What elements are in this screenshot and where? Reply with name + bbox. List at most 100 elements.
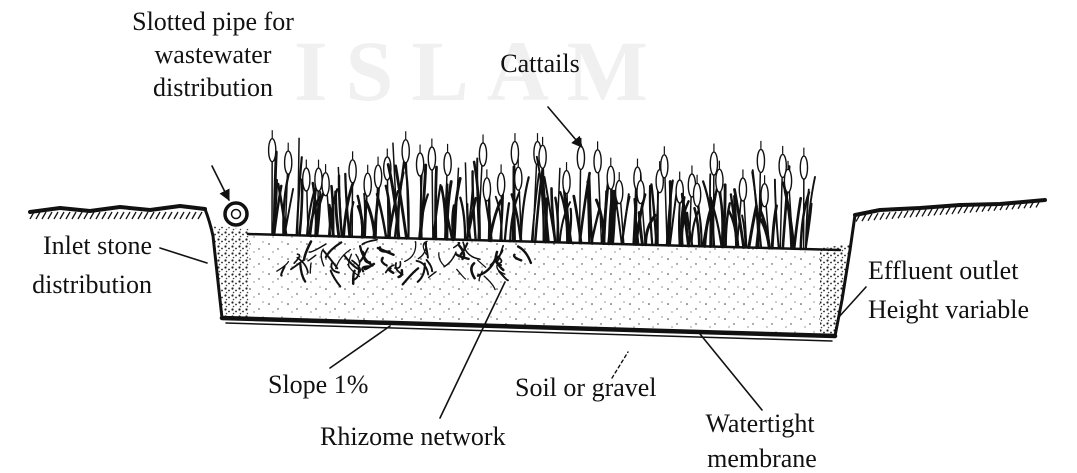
cattail-head bbox=[757, 149, 764, 172]
ground-hatch-mark bbox=[910, 210, 914, 217]
ground-hatch-mark bbox=[114, 212, 118, 219]
cattail-head bbox=[444, 152, 451, 175]
cattail-plant bbox=[800, 148, 815, 249]
ground-hatch-mark bbox=[180, 212, 184, 219]
ground-hatch-mark bbox=[958, 207, 962, 214]
ground-hatch-mark bbox=[952, 207, 956, 214]
rhizome-network-label: Rhizome network bbox=[320, 422, 506, 451]
cattail-leaf bbox=[460, 198, 465, 240]
ground-hatch-mark bbox=[54, 212, 58, 219]
inlet-stone-label-line2: distribution bbox=[32, 270, 152, 299]
ground-hatch-mark bbox=[922, 209, 926, 216]
cattail-head bbox=[285, 151, 292, 174]
ground-hatch-mark bbox=[150, 212, 154, 219]
cattail-head bbox=[349, 160, 356, 183]
ground-hatch-mark bbox=[126, 212, 130, 219]
ground-hatch-mark bbox=[934, 208, 938, 215]
cattail-head bbox=[402, 140, 409, 163]
ground-hatch-mark bbox=[144, 212, 148, 219]
ground-hatch-mark bbox=[174, 212, 178, 219]
cattail-head bbox=[563, 171, 570, 194]
cattail-head bbox=[511, 142, 518, 165]
cattail-head bbox=[739, 178, 746, 201]
cattail-head bbox=[303, 168, 310, 191]
effluent-outlet-label-line2: Height variable bbox=[868, 295, 1029, 324]
outlet-stone-zone bbox=[820, 244, 852, 336]
slotted-pipe-label-line2: wastewater bbox=[155, 40, 272, 69]
ground-hatch-mark bbox=[916, 210, 920, 217]
cattail-leaf bbox=[639, 213, 642, 245]
ground-hatch-mark bbox=[964, 206, 968, 213]
ground-hatch-mark bbox=[96, 212, 100, 219]
cattail-head bbox=[694, 183, 701, 206]
cattail-head bbox=[515, 167, 522, 190]
ground-hatch-mark bbox=[168, 212, 172, 219]
cattail-head bbox=[661, 155, 668, 178]
left-ground-surface bbox=[30, 206, 205, 212]
ground-hatch-mark bbox=[138, 212, 142, 219]
cattail-head bbox=[594, 150, 601, 173]
pipe-leader-line bbox=[212, 166, 229, 200]
ground-hatch-mark bbox=[192, 212, 196, 219]
cattail-head bbox=[479, 143, 486, 166]
cattail-plant bbox=[760, 175, 777, 248]
cattail-plant bbox=[417, 145, 428, 239]
watertight-membrane-label-line2: membrane bbox=[707, 444, 817, 473]
cattail-head bbox=[539, 145, 546, 168]
ground-hatch-mark bbox=[874, 213, 878, 220]
ground-hatch-mark bbox=[78, 212, 82, 219]
ground-hatch-mark bbox=[108, 212, 112, 219]
soil-gravel-label: Soil or gravel bbox=[515, 373, 657, 402]
ground-hatch-mark bbox=[198, 212, 202, 219]
cattail-leaf bbox=[377, 194, 386, 238]
watermark-text: ISLAM bbox=[294, 23, 666, 119]
cattail-leaf bbox=[775, 180, 779, 249]
ground-hatch-mark bbox=[940, 208, 944, 215]
cattail-plant bbox=[358, 165, 372, 237]
cattail-leaf bbox=[521, 177, 529, 241]
cattail-head bbox=[716, 169, 723, 192]
cattail-head bbox=[315, 168, 322, 191]
ground-hatch-mark bbox=[66, 212, 70, 219]
cattail-head bbox=[616, 181, 623, 204]
ground-hatch-mark bbox=[120, 212, 124, 219]
cattail-head bbox=[607, 166, 614, 189]
cattail-leaf bbox=[436, 167, 437, 239]
cattail-plant bbox=[269, 130, 282, 234]
cattail-head bbox=[375, 165, 382, 188]
cattail-head bbox=[364, 173, 371, 196]
inlet-stone-label-line1: Inlet stone bbox=[43, 231, 152, 260]
ground-hatch-mark bbox=[132, 212, 136, 219]
ground-hatch-mark bbox=[156, 212, 160, 219]
cattail-head bbox=[710, 152, 717, 175]
ground-hatch-mark bbox=[42, 212, 46, 219]
cattail-plant bbox=[428, 139, 440, 239]
cattail-head bbox=[428, 147, 435, 170]
cattail-plant bbox=[313, 160, 323, 236]
cattails-label: Cattails bbox=[500, 49, 579, 78]
cattail-leaf bbox=[749, 206, 757, 247]
ground-hatch-mark bbox=[904, 211, 908, 218]
cattail-plant bbox=[366, 157, 382, 238]
cattail-head bbox=[784, 169, 791, 192]
cattail-head bbox=[322, 173, 329, 196]
ground-hatch-mark bbox=[90, 212, 94, 219]
cattail-head bbox=[800, 156, 807, 179]
slotted-pipe bbox=[225, 203, 247, 225]
inlet-leader-line bbox=[160, 248, 207, 263]
cattail-head bbox=[637, 181, 644, 204]
ground-hatch-mark bbox=[886, 212, 890, 219]
membrane-leader-line bbox=[700, 334, 762, 410]
cattail-plant bbox=[594, 141, 609, 243]
ground-hatch-mark bbox=[946, 208, 950, 215]
ground-hatch-mark bbox=[60, 212, 64, 219]
cattail-leaf bbox=[505, 203, 509, 241]
cattail-plant bbox=[588, 174, 600, 244]
cattail-head bbox=[761, 184, 768, 207]
cattail-stand bbox=[269, 130, 815, 249]
cattail-leaf bbox=[345, 174, 349, 237]
cattail-head bbox=[498, 173, 505, 196]
cattail-plant bbox=[496, 164, 509, 241]
cattail-head bbox=[483, 178, 490, 201]
